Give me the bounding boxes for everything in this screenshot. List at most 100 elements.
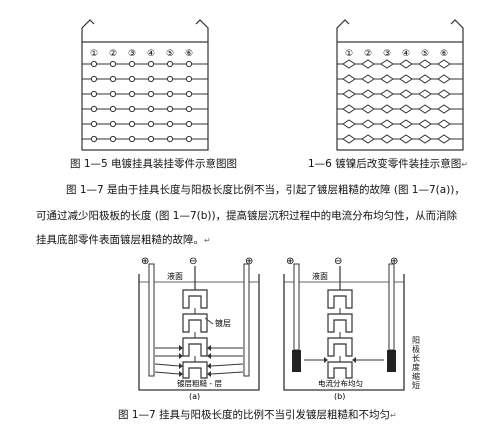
anode-shortened-label: 阳 极 长 度 缩 短 — [412, 336, 422, 390]
paragraph-line-3-wrap: 挂具底部零件表面镀层粗糙的故障。↵ — [36, 232, 211, 247]
side-label-char: 极 — [412, 345, 420, 354]
hanging-part — [109, 135, 117, 143]
panel-a-label: (a) — [189, 392, 200, 400]
figure-1-7b-diagram: 液面 ⊕ ⊖ ⊕ 电流分布均匀 (b) — [283, 256, 405, 400]
hanging-part — [342, 74, 356, 84]
hook-number-2: ② — [109, 49, 117, 59]
hanging-part — [90, 135, 98, 143]
hanging-part — [109, 75, 117, 83]
hanging-part — [437, 74, 451, 84]
hanging-part — [418, 89, 432, 99]
uniform-current-label: 电流分布均匀 — [318, 378, 363, 388]
hook-number-1: ① — [345, 49, 353, 59]
hanging-part — [185, 75, 193, 83]
hanging-part — [109, 120, 117, 128]
hanging-part — [437, 59, 451, 69]
side-label-char: 短 — [412, 381, 420, 390]
hook-number-3: ③ — [128, 49, 136, 59]
anode-symbol-right: ⊕ — [245, 256, 253, 267]
hanging-part — [147, 90, 155, 98]
anode-symbol-left: ⊕ — [141, 256, 149, 267]
hook-number-5: ⑤ — [421, 49, 429, 59]
hook-number-2: ② — [364, 49, 372, 59]
hanging-part — [185, 135, 193, 143]
rough-coating-label: 镀层粗糙 - 层 — [177, 378, 222, 388]
figure-1-6-caption: 1—6 镀镍后改变零件装挂示意图 — [308, 158, 462, 170]
figure-1-7-caption-wrap: 图 1—7 挂具与阳极长度的比例不当引发镀层粗糙和不均匀↵ — [118, 407, 397, 422]
figure-1-7-caption: 图 1—7 挂具与阳极长度的比例不当引发镀层粗糙和不均匀 — [118, 409, 391, 421]
hanging-part — [128, 60, 136, 68]
hanging-part — [380, 104, 394, 114]
hanging-part — [399, 119, 413, 129]
hanging-part — [418, 104, 432, 114]
hanging-part — [147, 75, 155, 83]
hanging-part — [418, 119, 432, 129]
hanging-part — [342, 134, 356, 144]
hanging-part — [399, 104, 413, 114]
hook-number-4: ④ — [147, 49, 155, 59]
hanging-part — [437, 89, 451, 99]
hanging-part — [147, 60, 155, 68]
hanging-part — [361, 59, 375, 69]
hanging-part — [380, 134, 394, 144]
hanging-part — [361, 74, 375, 84]
paragraph-line-2: 可通过减少阳极板的长度 (图 1—7(b))，提高镀层沉积过程中的电流分布均匀性… — [36, 210, 458, 222]
hanging-part — [418, 59, 432, 69]
hanging-part — [361, 89, 375, 99]
hanging-part — [361, 119, 375, 129]
hanging-part — [399, 59, 413, 69]
hanging-part — [128, 75, 136, 83]
hook-number-4: ④ — [402, 49, 410, 59]
side-label-char: 度 — [412, 363, 420, 372]
figure-1-5-diagram: ① ② ③ ④ ⑤ ⑥ — [81, 19, 209, 151]
return-mark: ↵ — [461, 160, 468, 169]
hanging-part — [380, 119, 394, 129]
hanging-part — [128, 105, 136, 113]
hanging-part — [166, 90, 174, 98]
hook-number-5: ⑤ — [166, 49, 174, 59]
hanging-part — [166, 75, 174, 83]
hanging-part — [109, 105, 117, 113]
hanging-part — [437, 119, 451, 129]
paragraph-line-1: 图 1—7 是由于挂具长度与阳极长度比例不当，引起了镀层粗糙的故障 (图 1—7… — [66, 184, 465, 196]
figure-1-5-caption: 图 1—5 电镀挂具装挂零件示意图图 — [70, 158, 238, 170]
hanging-part — [128, 90, 136, 98]
hanging-part — [437, 134, 451, 144]
hanging-part — [128, 120, 136, 128]
hanging-part — [147, 135, 155, 143]
side-label-char: 阳 — [412, 336, 420, 345]
hanging-part — [437, 104, 451, 114]
hanging-part — [90, 120, 98, 128]
hanging-part — [166, 120, 174, 128]
anode-symbol-right: ⊕ — [390, 256, 398, 267]
cathode-symbol: ⊖ — [189, 256, 197, 267]
hanging-part — [399, 134, 413, 144]
figure-1-6-caption-wrap: 1—6 镀镍后改变零件装挂示意图↵ — [308, 156, 468, 171]
hanging-part — [90, 90, 98, 98]
hanging-part — [342, 119, 356, 129]
hanging-part — [361, 104, 375, 114]
hanging-part — [342, 89, 356, 99]
hook-number-6: ⑥ — [440, 49, 448, 59]
panel-b-label: (b) — [334, 392, 345, 400]
liquid-level-label: 液面 — [167, 271, 183, 281]
figure-1-7a-diagram: 液面 ⊕ ⊖ ⊕ 镀层 镀层粗糙 - 层 (a) — [138, 256, 260, 400]
hanging-part — [185, 120, 193, 128]
hanging-part — [166, 60, 174, 68]
liquid-level-label: 液面 — [312, 271, 328, 281]
hanging-part — [109, 60, 117, 68]
hanging-part — [361, 134, 375, 144]
hanging-part — [399, 74, 413, 84]
return-mark: ↵ — [390, 411, 397, 420]
return-mark: ↵ — [204, 236, 211, 245]
side-label-char: 缩 — [412, 372, 420, 381]
hanging-part — [90, 75, 98, 83]
hanging-part — [166, 105, 174, 113]
paragraph-line-3: 挂具底部零件表面镀层粗糙的故障。 — [36, 234, 204, 246]
hanging-part — [380, 89, 394, 99]
hanging-part — [166, 135, 174, 143]
hook-number-3: ③ — [383, 49, 391, 59]
anode-symbol-left: ⊕ — [286, 256, 294, 267]
hanging-part — [185, 105, 193, 113]
hanging-part — [90, 105, 98, 113]
